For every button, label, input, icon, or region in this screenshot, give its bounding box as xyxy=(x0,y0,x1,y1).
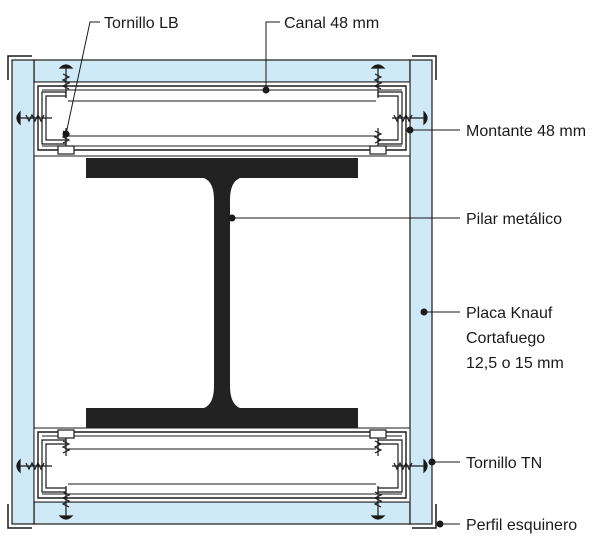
screw-tn-top-vl xyxy=(58,64,74,98)
dot-perfil xyxy=(436,520,444,528)
screws xyxy=(16,64,428,520)
corner-profile-br xyxy=(412,504,437,529)
dot-montante xyxy=(406,126,414,134)
label-perfil: Perfil esquinero xyxy=(466,517,577,534)
screw-tn-top-left xyxy=(16,110,52,126)
label-tornillo-lb: Tornillo LB xyxy=(104,15,179,32)
corner-profile-tl xyxy=(7,55,32,80)
corner-profiles xyxy=(7,55,437,529)
board-top xyxy=(33,59,411,83)
screw-lb-bottom-left xyxy=(57,429,75,456)
canal-48-bottom xyxy=(37,431,407,499)
leader-tornillo-lb xyxy=(65,21,100,135)
screw-lb-top-right xyxy=(369,128,387,155)
screw-lb-bottom-right xyxy=(369,429,387,456)
top-profile-assembly xyxy=(33,81,411,157)
dot-placa xyxy=(420,308,428,316)
label-placa-1: Placa Knauf xyxy=(466,305,553,322)
screw-tn-top-vr xyxy=(370,64,386,98)
label-canal: Canal 48 mm xyxy=(284,15,379,32)
corner-profile-tr xyxy=(412,55,437,80)
bottom-cavity xyxy=(33,427,411,503)
label-placa-3: 12,5 o 15 mm xyxy=(466,355,564,372)
fire-boards xyxy=(11,59,433,525)
leader-dots xyxy=(62,86,444,528)
leader-canal xyxy=(265,21,280,90)
dot-tornillo-tn xyxy=(428,458,436,466)
column-web xyxy=(204,178,240,408)
label-tornillo-tn: Tornillo TN xyxy=(466,455,542,472)
steel-column xyxy=(86,158,358,428)
board-left xyxy=(11,59,35,525)
corner-profile-bl xyxy=(7,504,32,529)
leader-lines xyxy=(65,21,460,525)
column-top-flange xyxy=(86,158,358,178)
screw-tn-bottom-vl xyxy=(58,486,74,520)
board-right xyxy=(409,59,433,525)
screw-tn-bottom-right xyxy=(392,458,428,474)
dot-canal xyxy=(262,86,270,94)
dot-pilar xyxy=(228,214,236,222)
column-bottom-flange xyxy=(86,408,358,428)
screw-tn-bottom-vr xyxy=(370,486,386,520)
screw-tn-top-right xyxy=(392,110,428,126)
label-placa-2: Cortafuego xyxy=(466,330,545,347)
screw-tn-bottom-left xyxy=(16,458,52,474)
top-cavity xyxy=(33,81,411,157)
bottom-profile-assembly xyxy=(33,427,411,503)
dot-tornillo-lb xyxy=(62,130,70,138)
label-montante: Montante 48 mm xyxy=(466,123,586,140)
label-pilar: Pilar metálico xyxy=(466,211,562,228)
board-bottom xyxy=(33,501,411,525)
canal-48-top xyxy=(37,85,407,151)
